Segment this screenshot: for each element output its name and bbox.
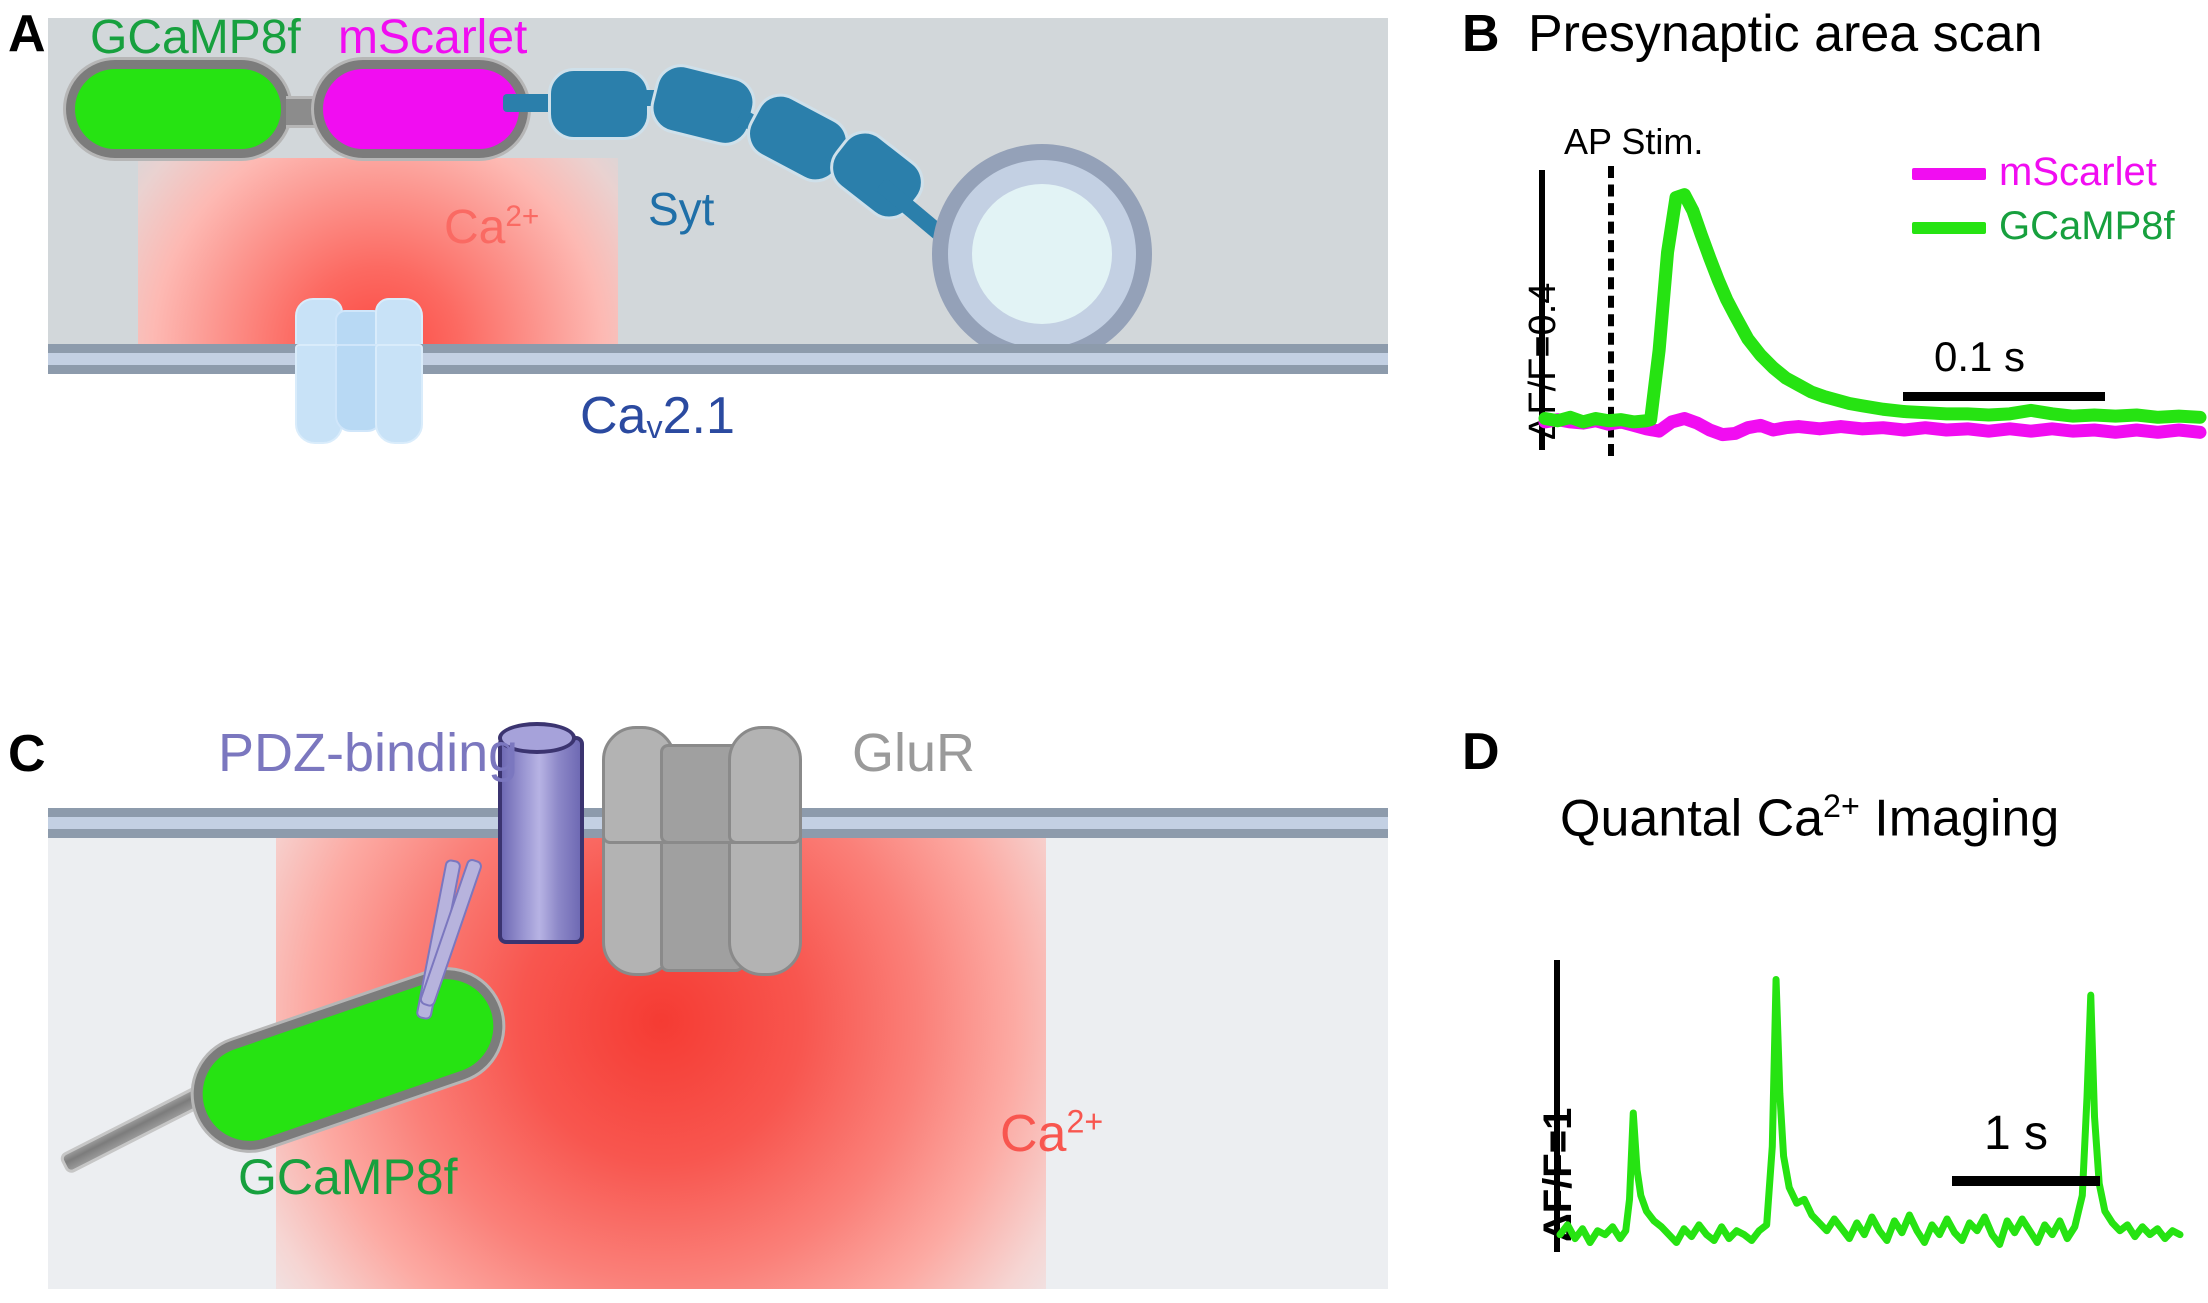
panel-d-title-tail: Imaging [1859, 789, 2060, 848]
panel-b-ap-stim-line [1608, 166, 1614, 456]
label-calcium-charge: 2+ [505, 200, 540, 233]
panel-b-legend-label-mscarlet: mScarlet [1999, 150, 2157, 194]
panel-d-x-scale-label: 1 s [1984, 1107, 2049, 1160]
syt-domain-2 [645, 58, 761, 152]
label-calcium-presynaptic: Ca2+ [444, 201, 539, 254]
membrane-inner-leaflet [48, 365, 1388, 374]
syt-linker-0 [503, 94, 557, 112]
pdz-cylinder-top-cap [498, 722, 576, 754]
vesicle-lumen [972, 184, 1112, 324]
panel-b-legend-label-gcamp8f: GCaMP8f [1999, 204, 2175, 248]
label-cav21: Cav2.1 [580, 387, 735, 446]
label-cav21-suffix: 2.1 [662, 387, 735, 445]
syt-domain-1 [548, 68, 650, 140]
label-cav21-prefix: Ca [580, 387, 647, 445]
panel-b-trace-plot [1538, 188, 2207, 442]
label-mscarlet-presynaptic: mScarlet [338, 18, 528, 64]
panel-b-x-scale-bar [1903, 392, 2105, 401]
panel-b-y-scale-bar [1539, 170, 1545, 450]
label-syt: Syt [648, 183, 715, 235]
label-calcium-text: Ca [444, 201, 506, 254]
panel-b-trace-gcamp8f [1538, 188, 2207, 429]
panel-d-letter: D [1462, 723, 1500, 781]
panel-a-illustration: GCaMP8f mScarlet Syt Ca2+ [48, 18, 1388, 351]
membrane-outer-leaflet [48, 344, 1388, 353]
label-gcamp8f-postsynaptic: GCaMP8f [238, 1149, 458, 1205]
panel-d-title-main: Quantal Ca [1560, 789, 1824, 848]
panel-b-x-scale-label: 0.1 s [1934, 333, 2026, 380]
glur-subunit-right-upper [728, 726, 802, 844]
label-calcium-postsynaptic-charge: 2+ [1066, 1103, 1104, 1140]
panel-b-legend-swatch-mscarlet [1912, 168, 1986, 180]
label-calcium-postsynaptic: Ca2+ [1000, 1105, 1103, 1163]
presynaptic-membrane [48, 344, 1388, 374]
panel-b-letter: B [1462, 5, 1500, 63]
label-calcium-postsynaptic-text: Ca [1000, 1105, 1067, 1163]
label-gcamp8f-presynaptic: GCaMP8f [90, 18, 301, 64]
panel-d-x-scale-bar [1952, 1176, 2100, 1186]
cav21-subunit-right-lower [375, 344, 423, 444]
panel-d-trace-gcamp8f [1556, 975, 2184, 1248]
panel-d-title: Quantal Ca2+ Imaging [1560, 790, 2059, 844]
cav21-subunit-right [375, 298, 423, 351]
panel-d-title-charge: 2+ [1823, 788, 1860, 824]
panel-d-y-scale-bar [1554, 960, 1560, 1252]
panel-a-letter: A [8, 5, 46, 63]
label-glur: GluR [852, 723, 976, 783]
membrane-core [48, 353, 1388, 365]
panel-b-title: Presynaptic area scan [1528, 5, 2043, 63]
panel-d-trace-plot [1556, 975, 2184, 1248]
panel-b-stim-label: AP Stim. [1564, 121, 1704, 162]
gcamp8f-barrel-presynaptic [66, 60, 290, 158]
panel-c-letter: C [8, 725, 46, 783]
label-cav21-subscript: v [646, 409, 663, 446]
panel-b-legend-swatch-gcamp8f [1912, 222, 1986, 234]
panel-c-illustration: Ca2+ GCaMP8f [48, 808, 1388, 1289]
mscarlet-barrel-presynaptic [314, 60, 528, 158]
label-pdz-binding: PDZ-binding [218, 723, 519, 783]
gcamp8f-barrel-postsynaptic [178, 954, 518, 1166]
